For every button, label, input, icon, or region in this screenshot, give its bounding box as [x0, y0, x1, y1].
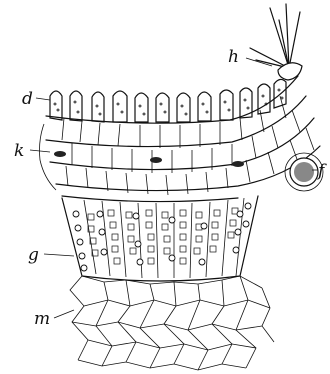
label-m: m [34, 309, 50, 329]
cell-nuclei [54, 151, 244, 167]
label-g: g [28, 245, 39, 265]
gland-row [50, 79, 286, 122]
palisade-tissue [62, 196, 258, 281]
label-f: f [316, 161, 327, 181]
label-h: h [228, 47, 239, 67]
hair-tuft [250, 4, 302, 80]
parenchyma [70, 276, 274, 370]
label-k: k [14, 141, 24, 161]
label-d: d [22, 89, 33, 109]
